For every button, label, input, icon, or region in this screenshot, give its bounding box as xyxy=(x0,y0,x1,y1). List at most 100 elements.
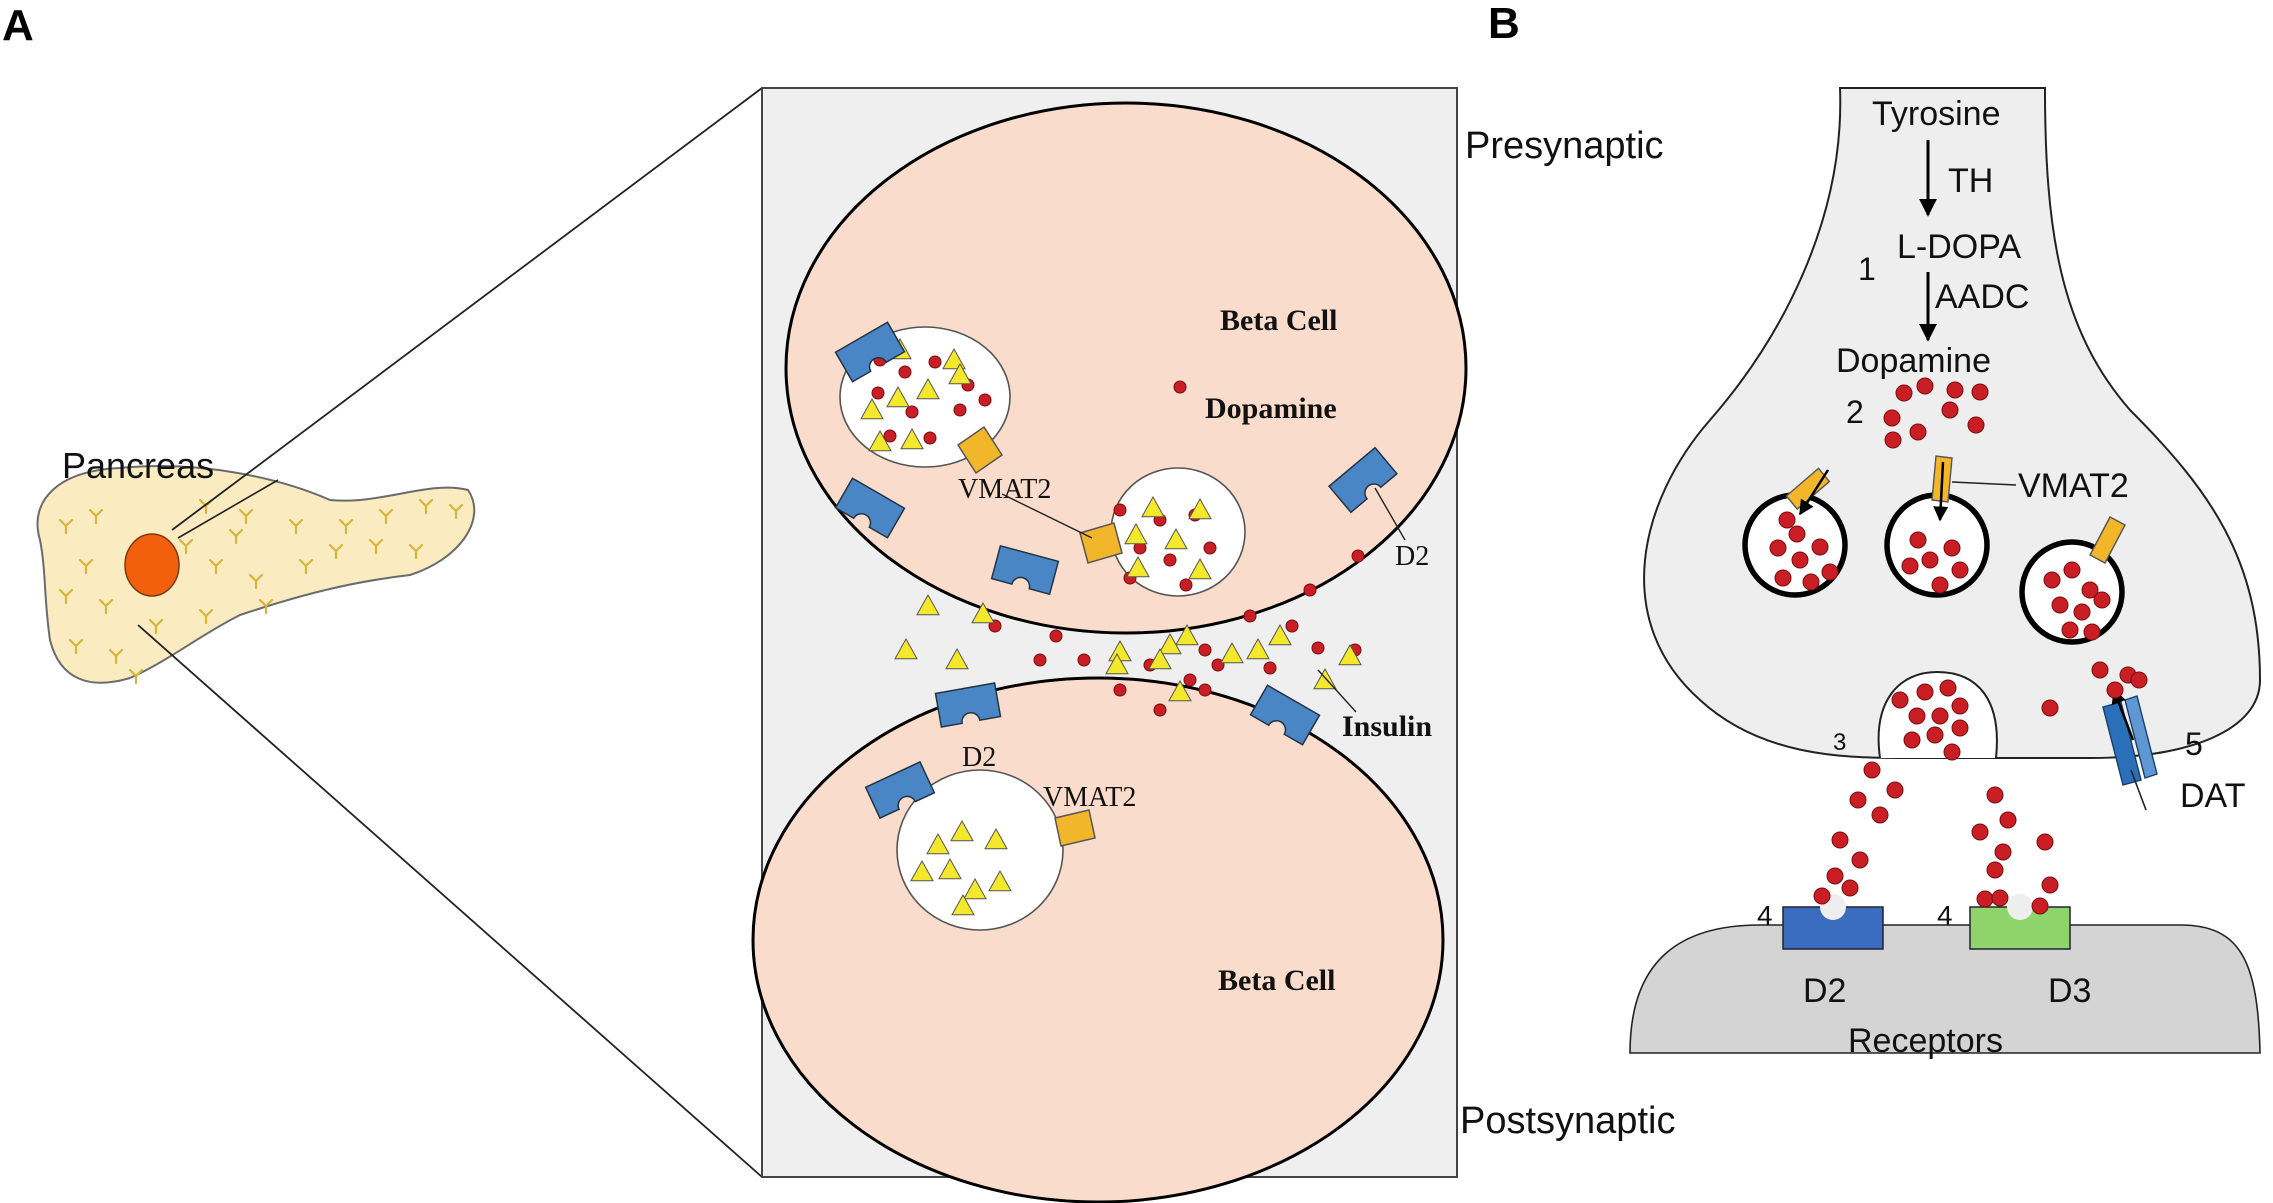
vmat2-b-3 xyxy=(2089,516,2126,564)
dopamine-dot xyxy=(898,365,912,379)
dopamine-dot xyxy=(1351,549,1365,563)
dopamine-dot xyxy=(1153,703,1167,717)
d2-label-b: D2 xyxy=(1803,972,1846,1010)
insulin-triangle xyxy=(868,429,892,452)
dopamine-dot xyxy=(1909,531,1927,549)
duct xyxy=(408,543,424,560)
d2-receptor-shape xyxy=(834,477,906,539)
dopamine-dot xyxy=(1173,380,1187,394)
dopamine-dot xyxy=(1802,573,1820,591)
step-4-right-label: 4 xyxy=(1937,900,1953,931)
receptors-label: Receptors xyxy=(1848,1022,2003,1060)
d2-receptor xyxy=(834,477,906,539)
dopamine-dot xyxy=(1999,811,2017,829)
d2-receptor xyxy=(1249,684,1321,746)
d2-right-pointer xyxy=(1374,487,1406,541)
th-label: TH xyxy=(1948,162,1993,200)
duct xyxy=(228,528,244,545)
dopamine-dot xyxy=(1774,569,1792,587)
dopamine-dot xyxy=(923,431,937,445)
dat-label: DAT xyxy=(2180,777,2245,815)
dopamine-dot xyxy=(2041,699,2059,717)
d2-receptor-shape xyxy=(864,760,936,820)
d3-label-b: D3 xyxy=(2048,972,2091,1010)
insulin-triangle xyxy=(894,637,918,660)
step-3-label: 3 xyxy=(1833,729,1846,756)
duct xyxy=(208,558,224,575)
dopamine-dot xyxy=(1986,786,2004,804)
dopamine-dot xyxy=(1849,791,1867,809)
dopamine-dot xyxy=(2081,581,2099,599)
insulin-triangle xyxy=(1268,623,1292,646)
dopamine-dot xyxy=(2061,621,2079,639)
dopamine-dot xyxy=(1179,578,1193,592)
d3-binding-site xyxy=(2007,894,2033,920)
pancreas-label-pointer xyxy=(177,479,279,539)
dat-stalk xyxy=(2130,769,2147,811)
insulin-triangle xyxy=(950,819,974,842)
arrow-into-vesicle-2 xyxy=(1933,461,1949,522)
dopamine-dot xyxy=(1986,861,2004,879)
vesicle-b-3 xyxy=(2019,539,2125,645)
d2-receptor xyxy=(1328,446,1398,514)
dopamine-dot xyxy=(1939,679,1957,697)
step-5-label: 5 xyxy=(2185,726,2203,762)
duct xyxy=(198,608,214,625)
dopamine-dot xyxy=(1791,551,1809,569)
dopamine-dot xyxy=(1077,653,1091,667)
duct xyxy=(108,648,124,665)
dopamine-dot xyxy=(1921,551,1939,569)
dopamine-dot xyxy=(871,386,885,400)
panel-a-letter: A xyxy=(2,1,34,50)
insulin-triangle xyxy=(1158,632,1182,655)
duct xyxy=(298,558,314,575)
duct xyxy=(248,573,264,590)
dopamine-dot xyxy=(1931,707,1949,725)
vmat2-a-middle xyxy=(1079,522,1123,564)
dopamine-dot xyxy=(905,405,919,419)
duct xyxy=(328,543,344,560)
duct xyxy=(258,598,274,615)
dopamine-dot xyxy=(1841,879,1859,897)
insulin-triangle xyxy=(886,385,910,408)
zoom-line-bottom xyxy=(137,624,763,1178)
postsynaptic-membrane xyxy=(1629,924,2261,1054)
arrow-into-vesicle-1 xyxy=(1798,469,1830,516)
d2-receptor-shape xyxy=(990,544,1060,596)
insulin-triangle xyxy=(1164,527,1188,550)
dopamine-dot xyxy=(2043,571,2061,589)
dopamine-dot xyxy=(1778,511,1796,529)
step-2-label: 2 xyxy=(1846,394,1864,430)
postsynaptic-label: Postsynaptic xyxy=(1460,1100,1675,1142)
pancreas xyxy=(36,465,476,685)
dopamine-dot xyxy=(1951,561,1969,579)
insulin-triangle xyxy=(1188,497,1212,520)
insulin-triangle xyxy=(988,869,1012,892)
dopamine-dot xyxy=(1941,401,1959,419)
ldopa-label: L-DOPA xyxy=(1897,228,2021,266)
dopamine-dot xyxy=(2063,561,2081,579)
dopamine-dot xyxy=(1263,661,1277,675)
dopamine-dot xyxy=(1826,867,1844,885)
dopamine-dots-b xyxy=(1769,377,2148,915)
d2-right-label: D2 xyxy=(1395,541,1429,572)
dopamine-dot xyxy=(928,355,942,369)
aadc-label: AADC xyxy=(1935,278,2029,316)
duct xyxy=(418,498,434,515)
dopamine-dot xyxy=(2093,591,2111,609)
duct xyxy=(68,638,84,655)
dopamine-dot xyxy=(1884,431,1902,449)
duct xyxy=(178,538,194,555)
beta-cell-bottom-label: Beta Cell xyxy=(1218,964,1335,997)
dat-reuptake-arrow xyxy=(2111,688,2135,741)
vmat2-a-bottom xyxy=(1054,809,1096,847)
duct xyxy=(148,618,164,635)
dopamine-dot xyxy=(1903,731,1921,749)
d2-receptor-shape xyxy=(834,321,906,383)
dopamine-dot xyxy=(1813,887,1831,905)
dopamine-dot xyxy=(1943,539,1961,557)
dopamine-dot xyxy=(1886,781,1904,799)
d2-bottom-label: D2 xyxy=(962,742,996,773)
duct xyxy=(88,508,104,525)
duct xyxy=(98,598,114,615)
